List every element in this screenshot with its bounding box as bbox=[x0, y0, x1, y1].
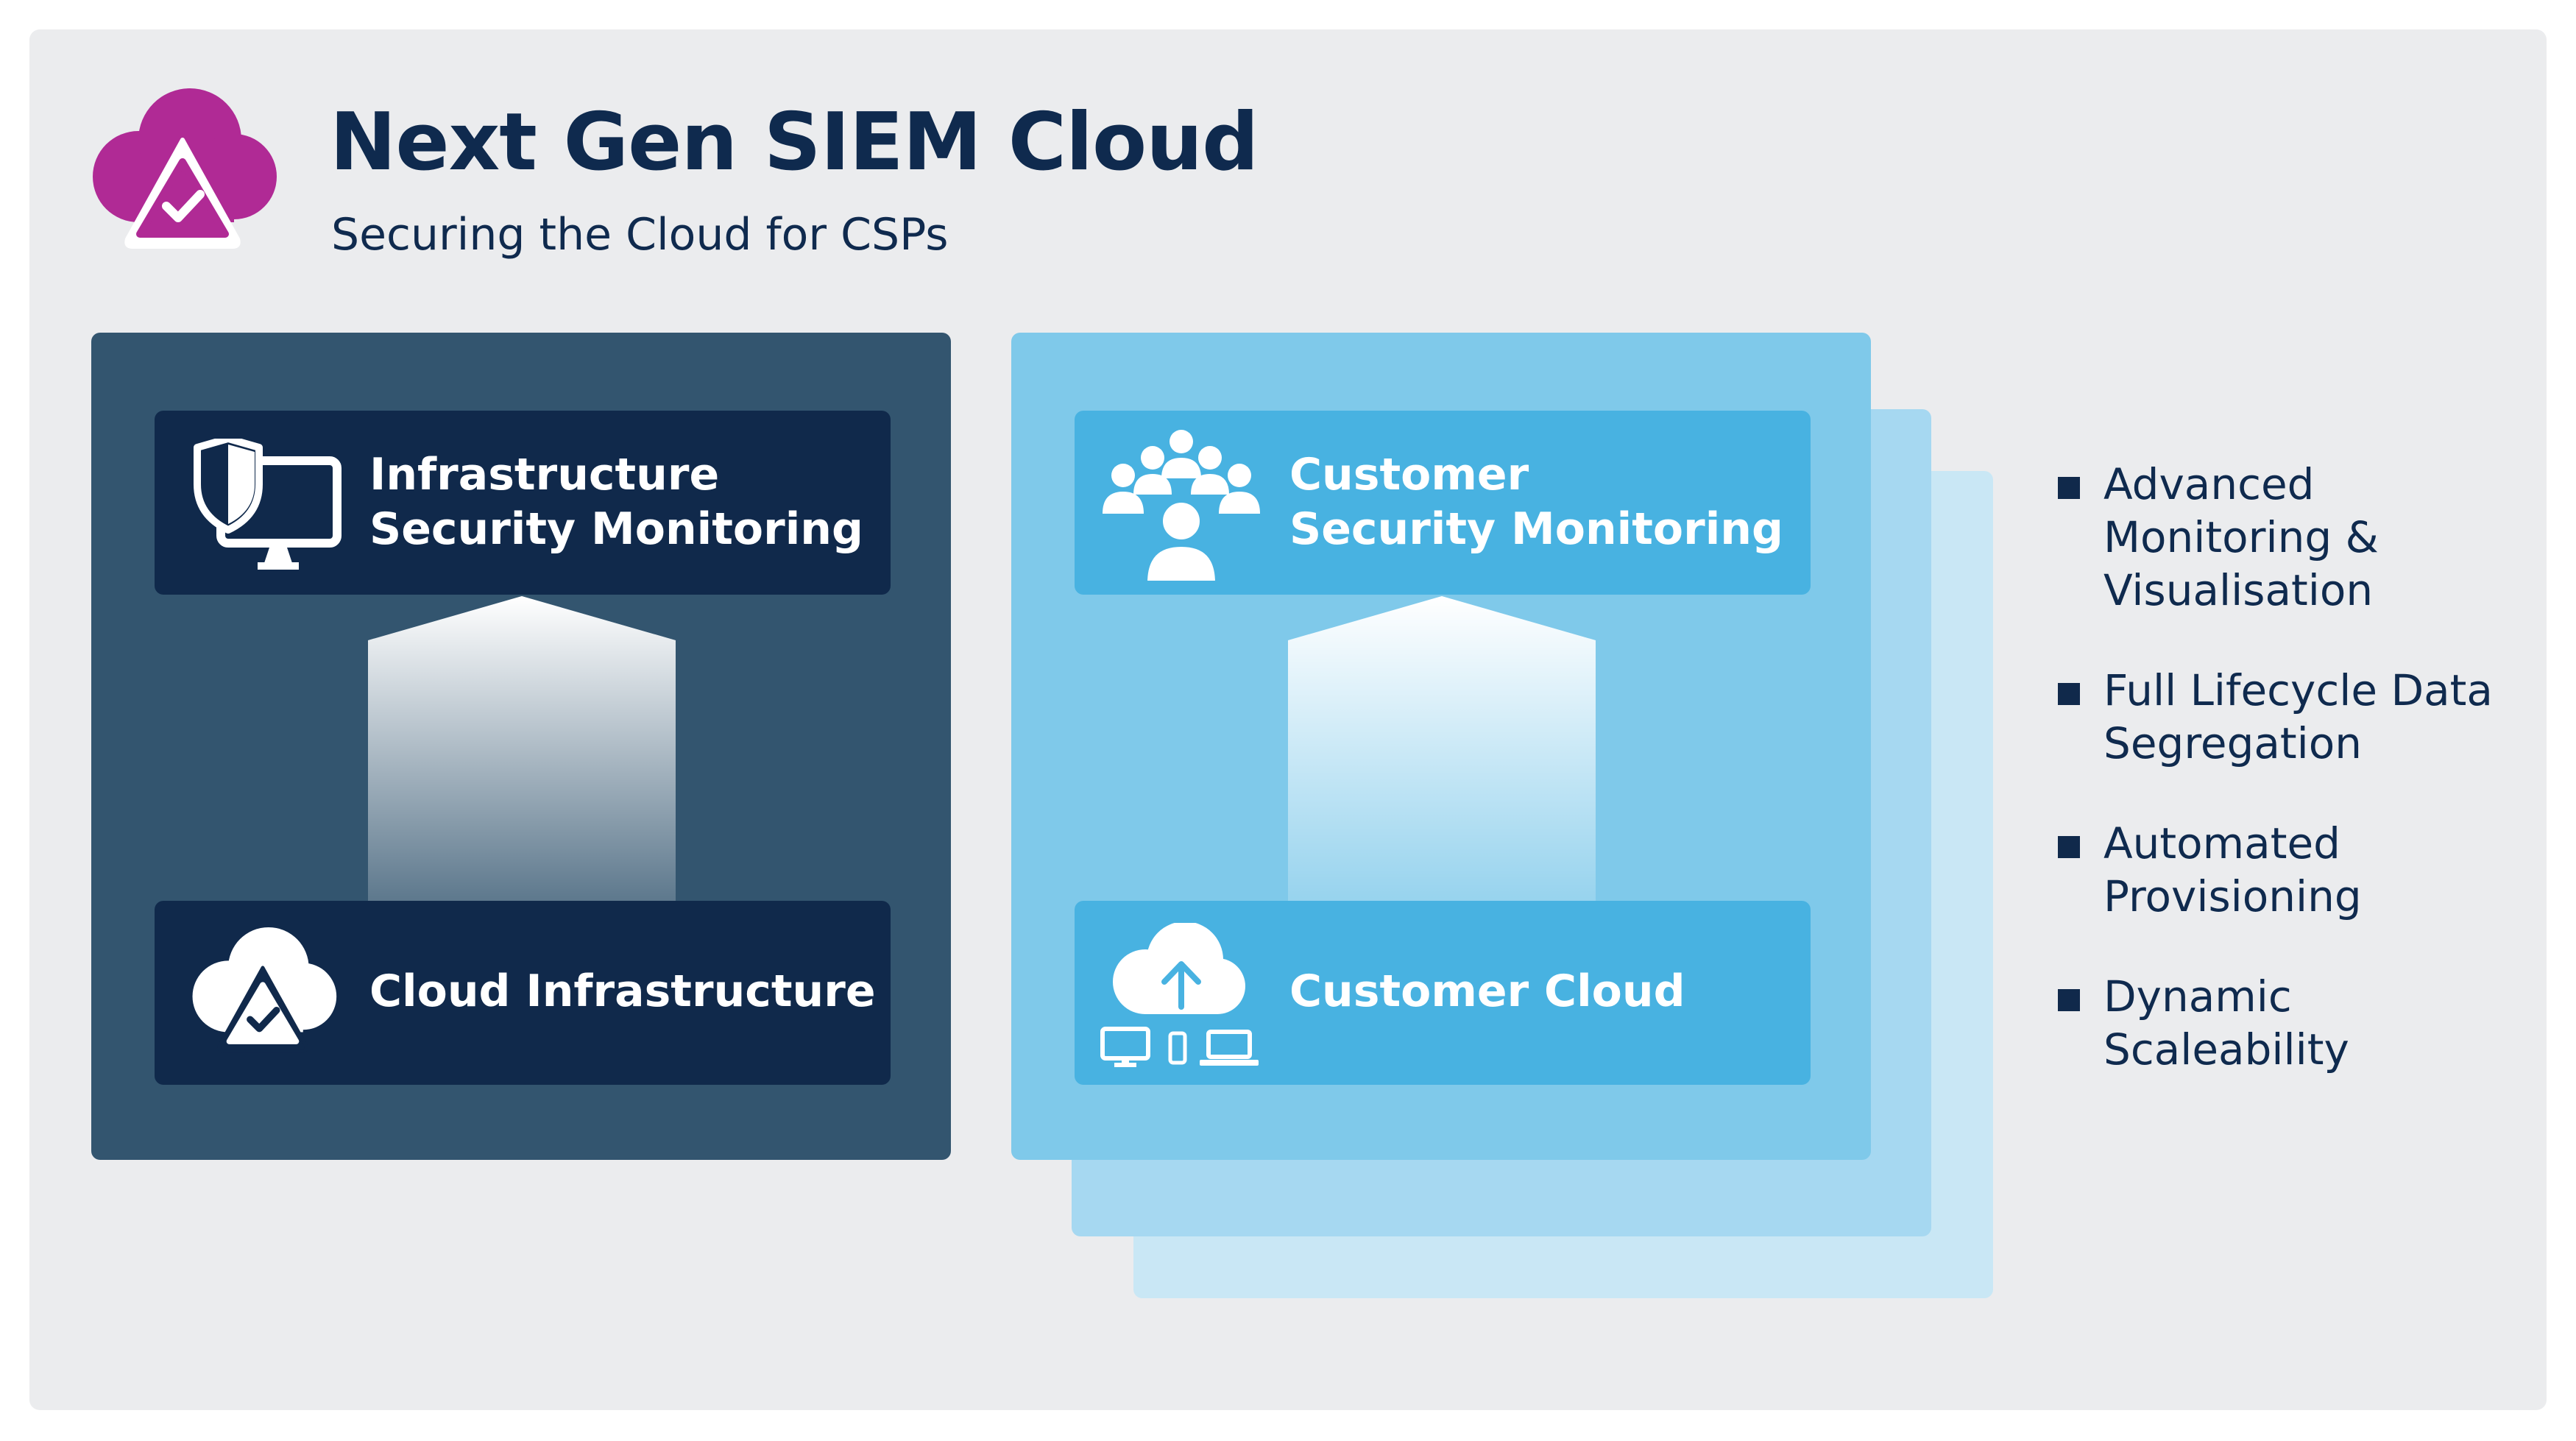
up-arrow-connector bbox=[368, 596, 676, 935]
customer-security-monitoring-title: Customer Security Monitoring bbox=[1289, 449, 1783, 555]
customer-cloud-title: Customer Cloud bbox=[1289, 966, 1685, 1017]
bullet-square-icon bbox=[2058, 989, 2080, 1011]
up-arrow-connector bbox=[1288, 596, 1596, 935]
page-subtitle: Securing the Cloud for CSPs bbox=[331, 209, 949, 261]
page-title: Next Gen SIEM Cloud bbox=[330, 96, 1259, 188]
cloud-upload-devices-icon bbox=[1100, 923, 1259, 1067]
customer-cloud-card: Customer Cloud bbox=[1075, 901, 1811, 1085]
shield-monitor-icon bbox=[194, 439, 342, 570]
cloud-alert-check-icon bbox=[93, 88, 277, 249]
infrastructure-security-monitoring-card: Infrastructure Security Monitoring bbox=[155, 411, 891, 595]
customer-panel: Customer Security Monitoring bbox=[1011, 333, 1871, 1160]
feature-item: Advanced Monitoring & Visualisation bbox=[2058, 458, 2558, 617]
feature-item: Dynamic Scaleability bbox=[2058, 970, 2558, 1076]
bullet-square-icon bbox=[2058, 477, 2080, 499]
user-group-icon bbox=[1103, 430, 1260, 583]
cloud-infrastructure-card: Cloud Infrastructure bbox=[155, 901, 891, 1085]
feature-item: Automated Provisioning bbox=[2058, 817, 2558, 923]
cloud-alert-check-icon bbox=[192, 927, 337, 1053]
customer-security-monitoring-card: Customer Security Monitoring bbox=[1075, 411, 1811, 595]
cloud-infrastructure-title: Cloud Infrastructure bbox=[369, 966, 876, 1017]
feature-list: Advanced Monitoring & Visualisation Full… bbox=[2058, 458, 2558, 1123]
bullet-square-icon bbox=[2058, 683, 2080, 705]
feature-item: Full Lifecycle Data Segregation bbox=[2058, 664, 2558, 770]
infrastructure-panel: Infrastructure Security Monitoring Cloud… bbox=[91, 333, 951, 1160]
bullet-square-icon bbox=[2058, 836, 2080, 858]
infrastructure-security-monitoring-title: Infrastructure Security Monitoring bbox=[369, 449, 863, 555]
